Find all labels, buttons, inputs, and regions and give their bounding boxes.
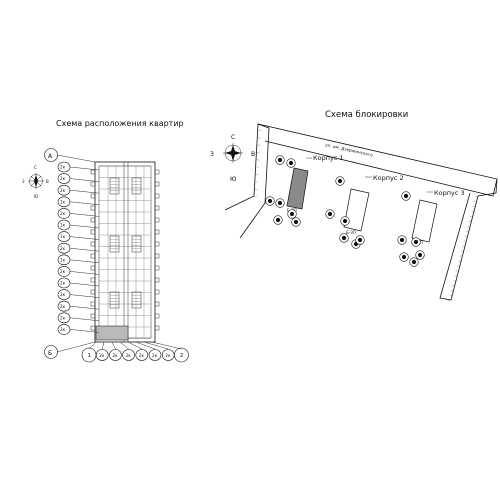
apartment-type-labels: 2к 2к 2к 1к 2к 1к 1к 2к 1к 2к 2к 2к 2к 2к 2к xyxy=(57,161,100,335)
svg-text:З: З xyxy=(22,179,25,184)
svg-text:Б: Б xyxy=(48,350,52,357)
apartment-label-text: 2к xyxy=(60,188,66,193)
building-2-label: Корпус 2 xyxy=(373,174,404,182)
section-marker-bubbles xyxy=(265,155,425,267)
apartment-label-bubble: 2к xyxy=(57,289,100,300)
section-marker-bubble xyxy=(397,235,407,245)
right-compass-icon: С Ю З В xyxy=(210,134,255,183)
building-korpus-2: Корпус 2 Б-ЗП xyxy=(343,174,404,235)
bottom-label-bubble: 2к xyxy=(109,341,122,361)
apartment-label-bubble: 2к xyxy=(57,242,100,254)
apartment-label-bubble: 2к xyxy=(57,277,100,289)
apartment-label-bubble: 2к xyxy=(57,161,100,173)
bottom-label-bubble: 2 xyxy=(151,341,189,363)
apartment-label-text: 2к xyxy=(60,211,66,216)
bottom-label-text: 2к xyxy=(112,353,118,358)
bottom-label-text: 2к xyxy=(99,353,105,358)
svg-text:С: С xyxy=(34,165,37,170)
apartment-label-text: 2к xyxy=(60,327,66,332)
section-marker-bubble xyxy=(286,158,296,168)
bottom-label-bubble: 2к xyxy=(135,341,162,361)
apartment-label-bubble: 2к xyxy=(57,208,100,219)
apartment-label-text: 1к xyxy=(60,257,66,262)
apartment-label-bubble: 2к xyxy=(57,184,100,196)
bottom-label-bubble: 2к xyxy=(127,341,149,361)
hatched-apartment-block xyxy=(95,325,129,341)
apartment-label-text: 1к xyxy=(60,223,66,228)
axis-marker-bottom: Б xyxy=(44,341,96,359)
svg-text:В: В xyxy=(46,179,49,184)
section-marker-bubble xyxy=(399,252,409,262)
section-marker-bubble xyxy=(287,209,297,219)
section-marker-bubble xyxy=(265,196,275,206)
section-marker-bubble xyxy=(409,257,419,267)
apartment-label-bubble: 1к xyxy=(57,219,100,231)
section-marker-bubble xyxy=(355,235,365,245)
bottom-label-text: 2к xyxy=(126,353,132,358)
bottom-label-bubble: 2к xyxy=(95,341,109,361)
bottom-apartment-labels: 1 2к 2к 2к 2к 2к 2к 2 xyxy=(81,341,189,363)
svg-text:С: С xyxy=(231,134,235,141)
apartment-label-text: 1к xyxy=(60,199,66,204)
svg-text:З: З xyxy=(210,151,214,158)
apartment-label-text: 2к xyxy=(60,269,66,274)
svg-text:А: А xyxy=(48,153,53,160)
axis-marker-top: А xyxy=(44,148,96,163)
apartment-label-text: 1к xyxy=(60,234,66,239)
apartment-label-text: 2к xyxy=(60,292,66,297)
bottom-label-text: 2к xyxy=(165,353,171,358)
section-marker-bubble xyxy=(273,215,283,225)
section-marker-bubble xyxy=(275,155,285,165)
svg-text:Ю: Ю xyxy=(230,176,237,183)
apartment-label-text: 2к xyxy=(60,315,66,320)
apartment-label-text: 2к xyxy=(60,281,66,286)
apartment-label-bubble: 2к xyxy=(57,266,100,277)
bottom-label-bubble: 2к xyxy=(119,341,135,361)
apartment-label-bubble: 1к xyxy=(57,231,100,242)
section-marker-bubble xyxy=(340,216,350,226)
building-korpus-3: Корпус 3 Б-ЗП xyxy=(411,189,465,245)
apartment-label-text: 2к xyxy=(60,304,66,309)
apartment-label-bubble: 2к xyxy=(57,300,100,312)
apartment-label-bubble: 2к xyxy=(57,324,100,335)
apartment-label-text: 2к xyxy=(60,176,66,181)
building-3-label: Корпус 3 xyxy=(434,189,465,197)
block-scheme-title: Схема блокировки xyxy=(325,110,408,120)
svg-text:В: В xyxy=(251,151,255,158)
building-2-section-tag: Б-ЗП xyxy=(346,230,356,235)
bottom-label-text: 2к xyxy=(152,353,158,358)
section-marker-bubble xyxy=(335,176,345,186)
section-marker-bubble xyxy=(411,237,421,247)
section-marker-bubble xyxy=(291,217,301,227)
apartment-label-bubble: 2к xyxy=(57,173,100,184)
apartment-label-bubble: 2к xyxy=(57,312,100,324)
section-marker-bubble xyxy=(339,233,349,243)
apartment-label-bubble: 1к xyxy=(57,254,100,266)
apartment-label-bubble: 1к xyxy=(57,196,100,208)
apartment-scheme-title: Схема расположения квартир xyxy=(56,119,184,128)
svg-text:Ю: Ю xyxy=(34,194,39,199)
section-floor-plan xyxy=(90,161,160,343)
apartment-label-text: 2к xyxy=(60,246,66,251)
section-marker-bubble xyxy=(325,209,335,219)
building-1-label: Корпус 1 xyxy=(313,154,344,162)
left-compass-icon: С Ю З В xyxy=(22,165,49,199)
bottom-label-text: 2 xyxy=(180,353,184,359)
section-marker-bubble xyxy=(415,250,425,260)
apartment-layout-scheme: Схема расположения квартир С Ю З В xyxy=(22,119,189,363)
section-marker-bubble xyxy=(275,198,285,208)
bottom-label-text: 2к xyxy=(139,353,145,358)
apartment-label-text: 2к xyxy=(60,165,66,170)
section-marker-bubble xyxy=(401,191,411,201)
bottom-label-text: 1 xyxy=(88,353,92,359)
block-layout-scheme: Схема блокировки С Ю З В ул. им. Дзержин… xyxy=(210,110,498,302)
